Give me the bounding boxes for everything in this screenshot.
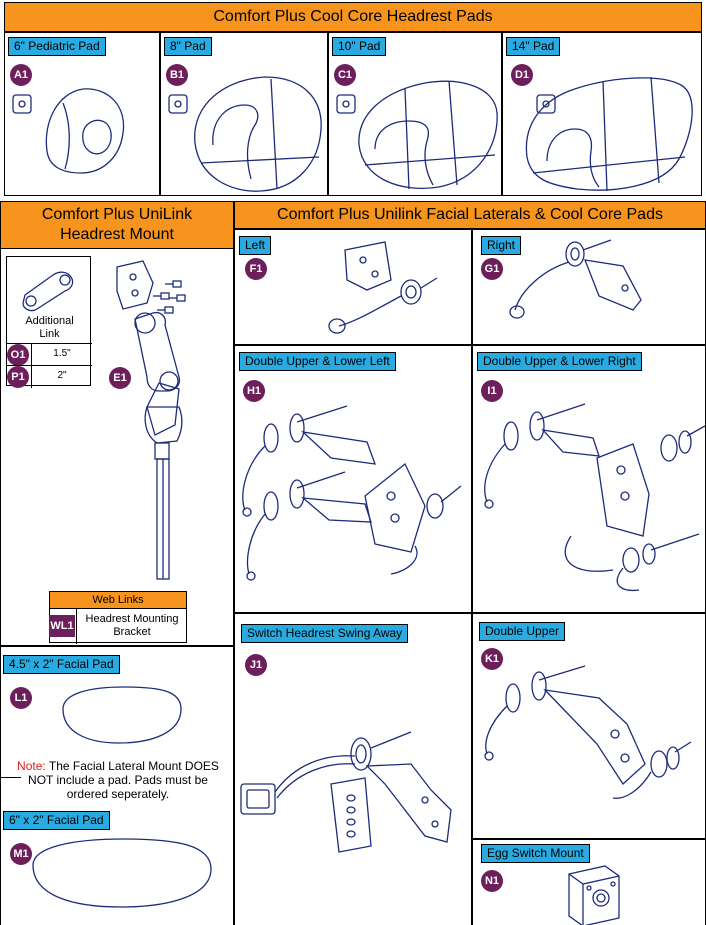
lateral-cell-i1[interactable]: Double Upper & Lower Right I1 [472, 345, 706, 613]
pad-cell-c1[interactable]: 10" Pad C1 [328, 32, 502, 196]
pad-cell-d1[interactable]: 14" Pad D1 [502, 32, 702, 196]
lateral-label-h1: Double Upper & Lower Left [239, 352, 396, 371]
lateral-label-j1: Switch Headrest Swing Away [241, 624, 409, 643]
lateral-right-illustration [509, 239, 642, 319]
badge-m1: M1 [10, 843, 32, 865]
note-line-2: NOT include a pad. Pads must be [28, 773, 208, 787]
web-links-box[interactable]: Web Links WL1 Headrest Mounting Bracket [49, 591, 187, 644]
swing-away-illustration [240, 731, 452, 853]
badge-f1: F1 [245, 258, 267, 280]
headrest-pads-title: Comfort Plus Cool Core Headrest Pads [213, 8, 493, 25]
lateral-cell-f1[interactable]: Left F1 [234, 229, 472, 345]
lateral-cell-n1[interactable]: Egg Switch Mount N1 [472, 839, 706, 925]
badge-j1: J1 [245, 654, 267, 676]
lateral-label-f1: Left [239, 236, 272, 255]
additional-link-illustration [22, 271, 74, 312]
badge-i1: I1 [481, 380, 503, 402]
facial-pad-m1-illustration[interactable] [1, 825, 234, 925]
lateral-left-illustration [328, 241, 438, 334]
facial-pads-panel: 4.5" x 2" Facial Pad L1 Note: The Facial… [0, 646, 234, 925]
badge-l1: L1 [10, 687, 32, 709]
lateral-cell-j1[interactable]: Switch Headrest Swing Away J1 [234, 613, 472, 925]
web-link-text-2[interactable]: Bracket [113, 626, 151, 638]
link-size-p1: 2" [57, 370, 67, 381]
badge-e1: E1 [109, 367, 131, 389]
web-link-id-cell: WL1 [49, 609, 77, 644]
double-right-illustration [484, 403, 705, 592]
lateral-label-g1: Right [481, 236, 522, 255]
pad-cell-b1[interactable]: 8" Pad B1 [160, 32, 328, 196]
web-links-header: Web Links [49, 591, 187, 609]
note-divider [1, 777, 21, 778]
ten-inch-pad-illustration [336, 80, 498, 190]
additional-link-box[interactable]: Additional Link O1 1.5" P1 2" [6, 256, 92, 388]
badge-d1: D1 [511, 64, 533, 86]
badge-n1: N1 [481, 870, 503, 892]
unilink-mount-illustration [116, 260, 186, 580]
unilink-mount-title-line2: Headrest Mount [60, 226, 174, 243]
pad-label-d1: 14" Pad [506, 37, 561, 56]
egg-switch-mount-illustration [568, 865, 620, 925]
facial-pad-l1-illustration[interactable] [1, 667, 234, 767]
double-left-illustration [242, 405, 462, 581]
pediatric-pad-illustration [12, 88, 125, 174]
lateral-label-n1: Egg Switch Mount [481, 844, 590, 863]
headrest-pads-header: Comfort Plus Cool Core Headrest Pads [4, 2, 702, 32]
note-label: Note: [17, 759, 46, 773]
web-links-header-text: Web Links [92, 594, 144, 606]
facial-laterals-header: Comfort Plus Unilink Facial Laterals & C… [234, 201, 706, 229]
eight-inch-pad-illustration [168, 76, 322, 192]
badge-k1: K1 [481, 648, 503, 670]
pad-label-c1: 10" Pad [332, 37, 387, 56]
pad-label-b1: 8" Pad [164, 37, 212, 56]
link-size-o1: 1.5" [53, 348, 71, 359]
pad-label-a1: 6" Pediatric Pad [8, 37, 106, 56]
badge-a1: A1 [10, 64, 32, 86]
badge-b1: B1 [166, 64, 188, 86]
additional-link-caption-1: Additional [25, 315, 74, 327]
note-line-3: ordered seperately. [66, 787, 170, 801]
lateral-cell-g1[interactable]: Right G1 [472, 229, 706, 345]
lateral-cell-k1[interactable]: Double Upper K1 [472, 613, 706, 839]
unilink-mount-header: Comfort Plus UniLink Headrest Mount [0, 201, 234, 249]
lateral-label-k1: Double Upper [479, 622, 566, 641]
facial-laterals-title: Comfort Plus Unilink Facial Laterals & C… [277, 206, 663, 223]
badge-h1: H1 [243, 380, 265, 402]
badge-p1: P1 [7, 366, 29, 388]
unilink-mount-title-line1: Comfort Plus UniLink [41, 206, 193, 223]
lateral-cell-h1[interactable]: Double Upper & Lower Left H1 [234, 345, 472, 613]
badge-wl1: WL1 [49, 615, 75, 637]
pad-cell-a1[interactable]: 6" Pediatric Pad A1 [4, 32, 160, 196]
lateral-label-i1: Double Upper & Lower Right [477, 352, 642, 371]
additional-link-caption-2: Link [39, 328, 60, 340]
facial-pad-label-m1: 6" x 2" Facial Pad [3, 811, 110, 830]
facial-pad-label-l1: 4.5" x 2" Facial Pad [3, 655, 120, 674]
web-link-text-1[interactable]: Headrest Mounting [85, 613, 179, 625]
unilink-mount-panel: Additional Link O1 1.5" P1 2" E1 [0, 249, 234, 646]
fourteen-inch-pad-illustration [525, 76, 693, 192]
note-line-1: The Facial Lateral Mount DOES [48, 759, 219, 773]
note-text: Note: The Facial Lateral Mount DOES NOT … [1, 759, 233, 801]
badge-g1: G1 [481, 258, 503, 280]
badge-c1: C1 [334, 64, 356, 86]
badge-o1: O1 [7, 344, 29, 366]
double-upper-illustration [484, 665, 692, 799]
